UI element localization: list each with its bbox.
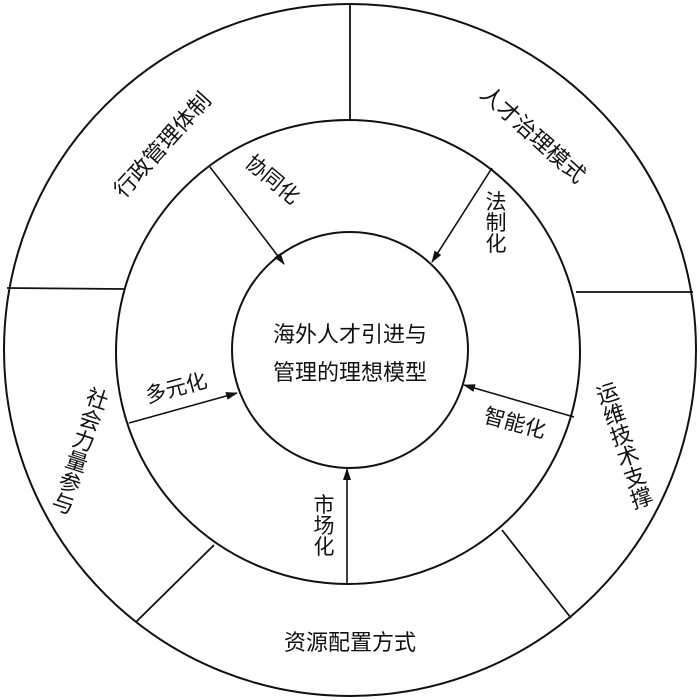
label-talent-governance: 人才治理模式 bbox=[475, 82, 590, 189]
label-tech-support: 运维技术支撑 bbox=[590, 379, 656, 513]
label-social-participation: 社会力量参与 bbox=[46, 383, 112, 517]
arrow-diversification bbox=[128, 392, 238, 424]
middle-circle bbox=[115, 119, 581, 585]
label-legalization: 法制化 bbox=[483, 191, 507, 254]
label-marketization: 市场化 bbox=[311, 494, 335, 557]
label-resource-allocation: 资源配置方式 bbox=[284, 631, 416, 656]
label-intelligentization: 智能化 bbox=[481, 403, 548, 442]
arrow-intelligentization bbox=[463, 384, 575, 418]
divider-left bbox=[6, 287, 125, 290]
label-diversification: 多元化 bbox=[143, 368, 210, 407]
center-title-line1: 海外人才引进与 bbox=[273, 323, 427, 348]
inner-circle bbox=[231, 231, 469, 469]
divider-bottom-right bbox=[501, 529, 572, 619]
arrow-legalization bbox=[431, 167, 493, 263]
center-title-line2: 管理的理想模型 bbox=[273, 361, 427, 386]
divider-bottom-left bbox=[135, 544, 215, 623]
arrow-coordination bbox=[209, 166, 285, 265]
label-coordination: 协同化 bbox=[241, 150, 305, 209]
label-administrative-system: 行政管理体制 bbox=[110, 88, 217, 203]
